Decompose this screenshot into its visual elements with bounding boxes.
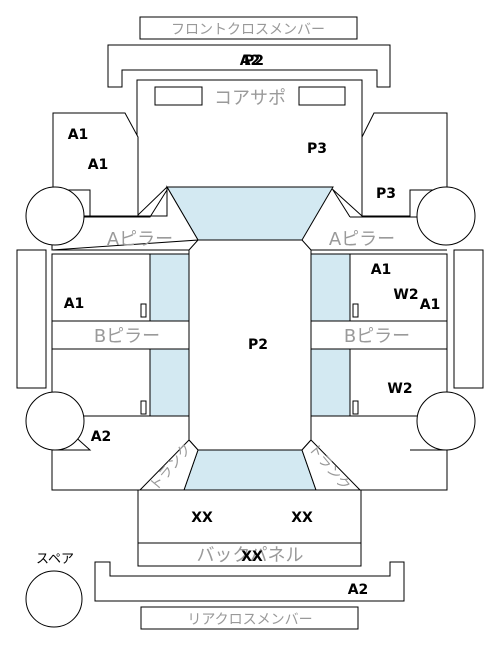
front-left-wheel[interactable] <box>25 186 85 246</box>
right-front-fender[interactable]: P3 <box>361 112 448 217</box>
hood-code: P3 <box>307 141 327 157</box>
core-support[interactable]: コアサポ <box>154 86 346 109</box>
right-front-door-code-2: A1 <box>420 297 441 313</box>
left-rear-quarter[interactable]: A2 <box>50 415 190 491</box>
rear-right-wheel[interactable] <box>416 391 476 451</box>
trunk-lid[interactable]: XX XX <box>137 489 362 544</box>
trunk-code-left: XX <box>191 510 213 526</box>
rear-window[interactable] <box>183 449 317 491</box>
front-cross-member-label: フロントクロスメンバー <box>171 22 325 38</box>
left-front-door-handle <box>140 303 147 318</box>
spare-tire[interactable]: スペア <box>25 552 83 628</box>
right-rear-door-handle <box>352 400 359 415</box>
roof[interactable]: P2 <box>188 239 312 451</box>
rear-bumper[interactable]: A2 <box>94 561 405 602</box>
left-rear-door-handle <box>140 400 147 415</box>
right-front-door-code-w: W2 <box>393 287 418 303</box>
back-panel-label: バックパネル <box>196 545 303 566</box>
front-cross-member[interactable]: フロントクロスメンバー <box>139 16 358 40</box>
roof-code: P2 <box>248 337 268 353</box>
right-front-door[interactable]: A1 W2 A1 <box>348 253 448 322</box>
rear-bumper-code: A2 <box>348 582 369 598</box>
left-front-fender[interactable]: A1 A1 <box>52 112 139 217</box>
front-right-wheel[interactable] <box>416 186 476 246</box>
right-front-door-handle <box>352 303 359 318</box>
spare-wheel <box>25 570 83 628</box>
left-fender-code-1: A1 <box>68 127 89 143</box>
headlight-left <box>154 86 203 106</box>
front-code-p: P2 <box>244 53 264 69</box>
rear-left-wheel[interactable] <box>25 391 85 451</box>
rear-cross-member-label: リアクロスメンバー <box>187 612 312 628</box>
right-front-door-code-1: A1 <box>371 262 392 278</box>
right-rear-window[interactable] <box>310 348 351 417</box>
front-code-a: A2 <box>240 53 261 69</box>
left-front-door[interactable]: A1 <box>51 253 151 322</box>
b-pillar-right-label: Bピラー <box>344 326 410 347</box>
right-front-window[interactable] <box>310 253 351 322</box>
right-side-step[interactable] <box>453 249 484 389</box>
b-pillar-left-label: Bピラー <box>94 326 160 347</box>
right-rear-door-code: W2 <box>387 381 412 397</box>
back-panel-code: XX <box>241 549 263 565</box>
b-pillar-right[interactable]: Bピラー <box>310 320 448 350</box>
headlight-right <box>298 86 346 106</box>
b-pillar-left[interactable]: Bピラー <box>51 320 190 350</box>
a-pillar-left[interactable]: Aピラー <box>51 185 199 251</box>
left-side-step[interactable] <box>16 249 47 389</box>
left-rear-quarter-code: A2 <box>91 429 112 445</box>
left-front-window[interactable] <box>149 253 190 322</box>
left-front-door-code: A1 <box>64 296 85 312</box>
right-fender-code: P3 <box>376 186 396 202</box>
trunk-code-right: XX <box>291 510 313 526</box>
a-pillar-right-label: Aピラー <box>329 229 395 250</box>
rear-cross-member[interactable]: リアクロスメンバー <box>140 606 359 630</box>
spare-label: スペア <box>36 552 74 567</box>
core-support-label: コアサポ <box>214 88 286 109</box>
front-bumper[interactable]: A2 P2 <box>107 44 391 88</box>
a-pillar-left-label: Aピラー <box>107 229 173 250</box>
left-fender-code-2: A1 <box>88 157 109 173</box>
back-panel[interactable]: バックパネル XX <box>137 542 362 567</box>
left-rear-window[interactable] <box>149 348 190 417</box>
